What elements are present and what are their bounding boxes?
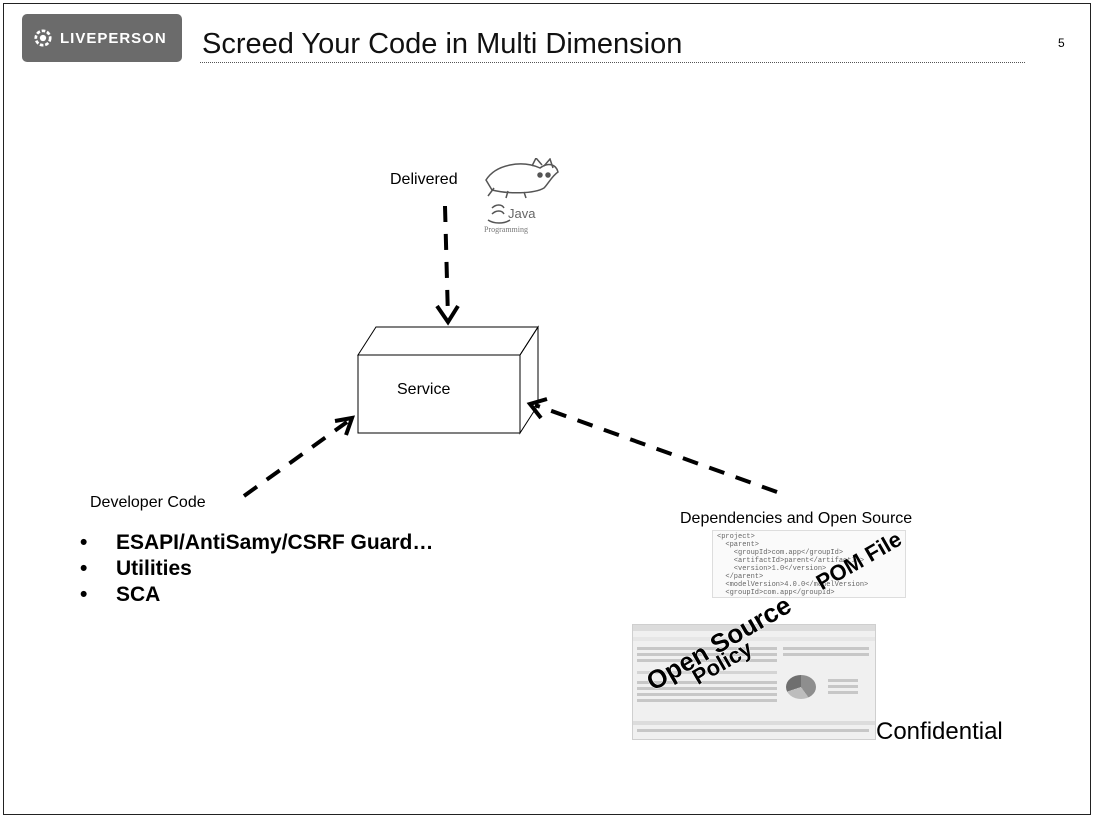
- liveperson-logo-icon: [34, 29, 52, 47]
- tomcat-java-icon: Java Programming: [484, 158, 559, 234]
- delivered-label: Delivered: [390, 171, 458, 188]
- page-number: 5: [1058, 36, 1065, 50]
- title-underline: [200, 62, 1025, 63]
- dependencies-arrow: [526, 397, 778, 494]
- service-box: [357, 325, 539, 435]
- confidential-label: Confidential: [876, 718, 1003, 745]
- bullet-sca: SCA: [80, 582, 436, 608]
- slide-frame: [3, 3, 1091, 815]
- java-subtext: Programming: [484, 225, 528, 234]
- open-source-policy-image: [632, 624, 876, 740]
- slide-title: Screed Your Code in Multi Dimension: [202, 28, 683, 60]
- developer-arrow: [242, 415, 356, 498]
- delivered-arrow: [435, 205, 460, 326]
- developer-code-label: Developer Code: [90, 494, 206, 511]
- java-text: Java: [508, 206, 536, 221]
- developer-bullet-list: ESAPI/AntiSamy/CSRF Guard… Utilities SCA: [80, 530, 436, 608]
- service-label: Service: [397, 381, 451, 398]
- pom-file-image: <project> <parent> <groupId>com.app</gro…: [712, 530, 906, 598]
- bullet-esapi: ESAPI/AntiSamy/CSRF Guard…: [80, 530, 436, 556]
- dependencies-label: Dependencies and Open Source: [680, 510, 913, 527]
- liveperson-logo: LIVEPERSON: [22, 14, 182, 62]
- bullet-utilities: Utilities: [80, 556, 436, 582]
- logo-text: LIVEPERSON: [60, 29, 167, 47]
